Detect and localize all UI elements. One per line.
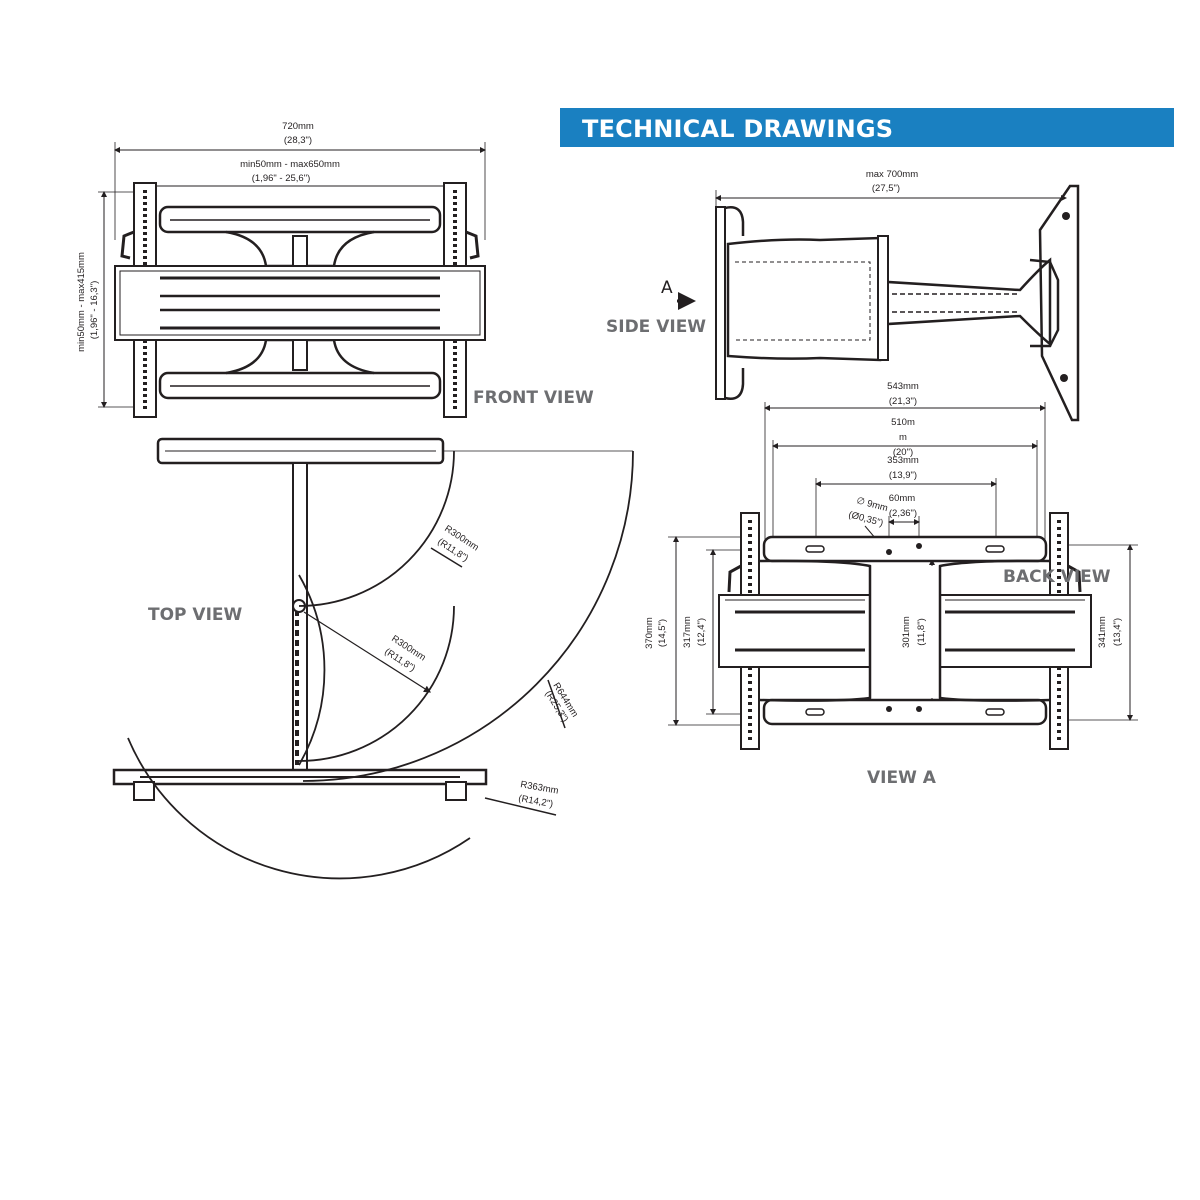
dim-720-in: (28,3") [284, 135, 312, 146]
dim-370-in: (14,5") [657, 619, 668, 647]
side-view-drawing [677, 184, 1080, 422]
dim-height-mm: min50mm - max415mm [76, 252, 87, 352]
dim-353-in: (13,9") [889, 470, 917, 481]
dim-range-mm: min50mm - max650mm [240, 159, 340, 170]
dim-height-in: (1,96" - 16,3") [89, 281, 100, 340]
view-a-drawing [668, 402, 1138, 750]
section-title: TECHNICAL DRAWINGS [582, 115, 894, 143]
dim-353-mm: 353mm [887, 455, 919, 466]
top-view-drawing [112, 437, 634, 880]
dim-range-in: (1,96" - 25,6") [252, 173, 311, 184]
dim-301-in: (11,8") [916, 618, 927, 645]
dim-720-mm: 720mm [282, 121, 314, 132]
top-view-label: TOP VIEW [148, 605, 243, 625]
dim-341-mm: 341mm [1097, 616, 1108, 648]
dim-hole-in: (Ø0,35") [847, 509, 884, 529]
view-a-marker: A [661, 278, 673, 298]
dim-510-in: (20") [893, 447, 913, 458]
dim-370-mm: 370mm [644, 617, 655, 649]
dim-317-in: (12,4") [696, 618, 707, 646]
dim-317-mm: 317mm [682, 616, 693, 648]
front-view-drawing [98, 142, 486, 418]
dim-510-mm: 510m [891, 417, 915, 428]
front-view-label: FRONT VIEW [473, 388, 594, 408]
dim-60-mm: 60mm [889, 493, 915, 504]
dim-depth-in: (27,5") [872, 183, 900, 194]
dim-60-in: (2,36") [889, 508, 917, 519]
back-view-label: BACK VIEW [1003, 567, 1111, 587]
dim-543-mm: 543mm [887, 381, 919, 392]
dim-543-in: (21,3") [889, 396, 917, 407]
dim-341-in: (13,4") [1112, 618, 1123, 646]
dim-510-mm-wrap: m [899, 432, 907, 443]
side-view-label: SIDE VIEW [606, 317, 706, 337]
section-header-banner: TECHNICAL DRAWINGS [560, 108, 1174, 147]
dim-depth-mm: max 700mm [866, 169, 918, 180]
view-a-label: VIEW A [867, 768, 937, 788]
dim-301-mm: 301mm [901, 616, 912, 648]
